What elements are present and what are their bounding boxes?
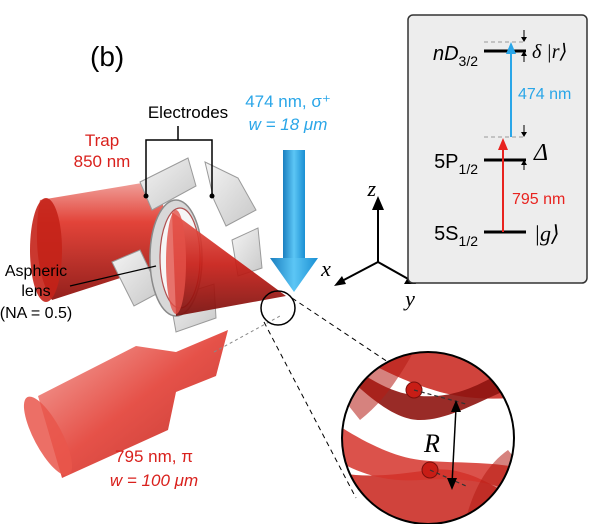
lens-label-line1: Aspheric (5, 263, 67, 280)
red-beam-label-line2: w = 100 μm (110, 471, 198, 490)
level-ket-r: δ |r⟩ (532, 41, 567, 63)
coordinate-axes (334, 196, 416, 286)
transition-label-474: 474 nm (518, 86, 571, 103)
level-label-nD: nD3/2 (433, 43, 478, 69)
zoom-line-bottom (263, 321, 357, 499)
lens-pointer (69, 265, 157, 287)
zoom-line-top (291, 297, 401, 371)
level-label-5P: 5P1/2 (434, 151, 478, 177)
probe-beam-795 (23, 330, 228, 478)
electrode-point-right (209, 193, 215, 199)
level-label-5S: 5S1/2 (434, 223, 478, 249)
lens-label-line2: lens (21, 283, 50, 300)
blue-beam-label-line1: 474 nm, σ⁺ (245, 92, 331, 111)
panel-label: (b) (90, 41, 124, 72)
trap-label-line1: Trap (85, 131, 119, 150)
energy-level-diagram (407, 14, 588, 284)
level-detuning-delta: Δ (533, 140, 548, 166)
level-ket-g: |g⟩ (534, 221, 560, 246)
blue-beam-label-line2: w = 18 μm (249, 115, 328, 134)
atom-top-guide (413, 389, 467, 405)
distance-arrow (447, 400, 461, 490)
axis-label-x: x (320, 256, 331, 281)
cone-base (166, 210, 186, 314)
axis-label-z: z (366, 176, 376, 201)
lens-label-line3: (NA = 0.5) (0, 305, 72, 322)
red-beam-label-line1: 795 nm, π (115, 447, 193, 466)
excitation-beam-474 (270, 150, 318, 292)
axis-label-y: y (403, 286, 415, 311)
focus-region-marker (260, 290, 296, 326)
electrodes-bracket (145, 126, 213, 196)
transition-label-795: 795 nm (512, 191, 565, 208)
electrodes-label: Electrodes (148, 103, 228, 122)
electrode-point-left (143, 193, 149, 199)
trap-label-line2: 850 nm (74, 152, 131, 171)
focused-trap-cone (172, 212, 286, 316)
distance-label-r: R (423, 429, 440, 458)
